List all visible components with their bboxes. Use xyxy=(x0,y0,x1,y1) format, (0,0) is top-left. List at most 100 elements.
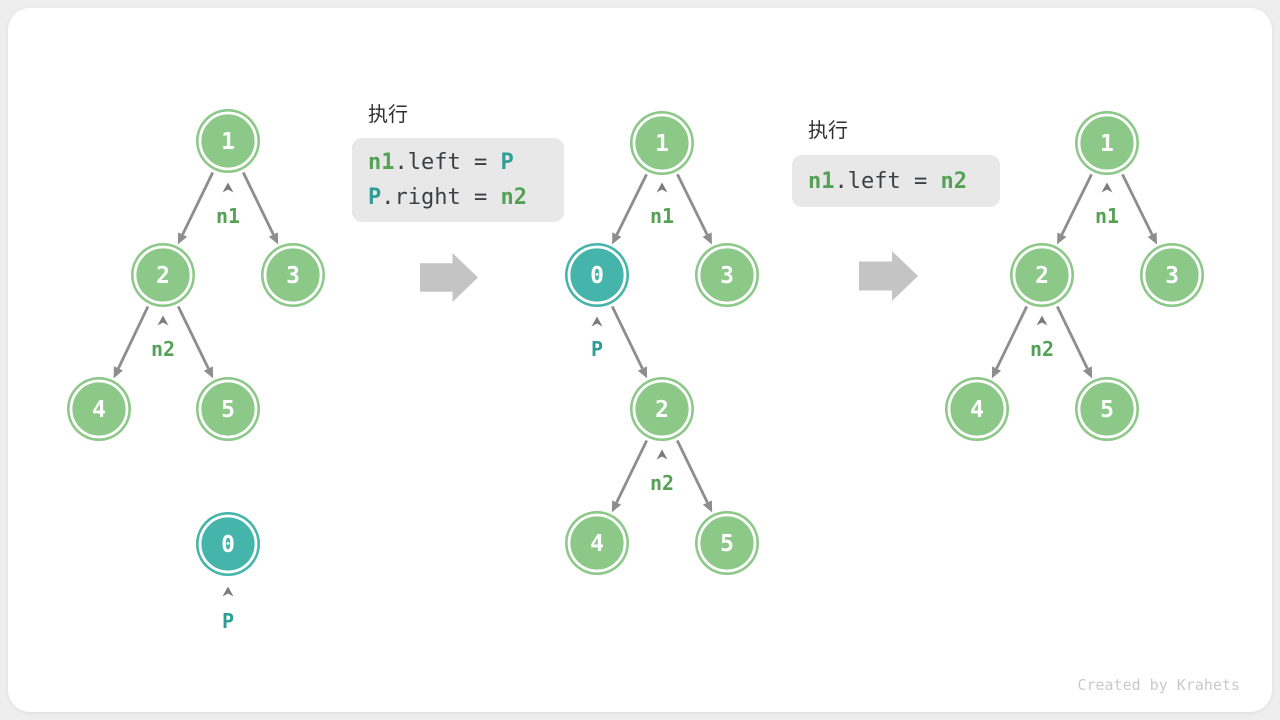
pointer-label-n1: n1 xyxy=(1095,204,1119,228)
pointer-label-P: P xyxy=(591,337,603,361)
node-circle xyxy=(565,511,629,575)
node-inner-ring xyxy=(697,513,757,573)
tree-node-4: 4 xyxy=(67,377,131,441)
next-step-arrow-icon xyxy=(420,253,478,302)
code-token: .left = xyxy=(394,150,501,175)
tree-edge-arrowhead-icon xyxy=(611,500,622,513)
tree-edge xyxy=(676,439,709,504)
node-inner-ring xyxy=(567,245,627,305)
node-value: 0 xyxy=(590,263,604,289)
node-inner-ring xyxy=(198,514,258,574)
node-inner-ring xyxy=(567,513,627,573)
tree-node-2: 2 xyxy=(630,377,694,441)
node-inner-ring xyxy=(632,379,692,439)
tree-edge-arrowhead-icon xyxy=(268,232,279,245)
tree-edge-arrowhead-icon xyxy=(991,366,1002,379)
node-inner-ring xyxy=(198,111,258,171)
code-line: P.right = n2 xyxy=(368,180,564,215)
tree-edge-arrowhead-icon xyxy=(1147,232,1157,245)
code-token: n2 xyxy=(500,185,527,210)
watermark: Created by Krahets xyxy=(1077,676,1240,694)
node-value: 5 xyxy=(1100,397,1114,423)
code-box: n1.left = n2 xyxy=(792,155,1000,207)
node-inner-ring xyxy=(632,113,692,173)
tree-node-1: 1 xyxy=(630,111,694,175)
tree-edge xyxy=(995,305,1028,370)
pointer-caret-icon xyxy=(222,182,234,193)
tree-edge xyxy=(1121,173,1154,236)
tree-edge-arrowhead-icon xyxy=(1057,232,1067,245)
tree-node-3: 3 xyxy=(1140,243,1204,307)
tree-node-5: 5 xyxy=(695,511,759,575)
pointer-label-n1: n1 xyxy=(650,204,674,228)
tree-edge-arrowhead-icon xyxy=(702,500,713,513)
tree-node-5: 5 xyxy=(196,377,260,441)
node-circle xyxy=(1075,111,1139,175)
tree-edge xyxy=(242,171,275,236)
tree-node-3: 3 xyxy=(695,243,759,307)
node-value: 4 xyxy=(970,397,984,423)
node-circle xyxy=(565,243,629,307)
node-circle xyxy=(945,377,1009,441)
tree-edge xyxy=(177,305,210,370)
node-circle xyxy=(196,512,260,576)
tree-node-4: 4 xyxy=(565,511,629,575)
tree-edge xyxy=(1056,305,1089,370)
pointer-caret-icon xyxy=(656,449,668,460)
code-token: P xyxy=(500,150,514,175)
node-value: 5 xyxy=(720,531,734,557)
node-circle xyxy=(1075,377,1139,441)
node-value: 1 xyxy=(221,129,235,155)
tree-node-0: 0 xyxy=(196,512,260,576)
tree-edge xyxy=(117,305,150,369)
pointer-caret-icon xyxy=(157,315,169,326)
node-value: 4 xyxy=(590,531,604,557)
node-value: 4 xyxy=(92,397,106,423)
pointer-caret-icon xyxy=(1101,182,1113,193)
node-inner-ring xyxy=(1077,379,1137,439)
node-circle xyxy=(261,243,325,307)
tree-edge xyxy=(615,173,648,236)
tree-edge-arrowhead-icon xyxy=(113,366,123,379)
tree-edge xyxy=(676,173,709,236)
node-inner-ring xyxy=(947,379,1007,439)
node-circle xyxy=(630,377,694,441)
tree-edge-arrowhead-icon xyxy=(612,232,622,245)
node-circle xyxy=(695,511,759,575)
node-value: 0 xyxy=(221,532,235,558)
code-line: n1.left = n2 xyxy=(808,164,1000,199)
tree-edge xyxy=(181,171,214,236)
tree-node-3: 3 xyxy=(261,243,325,307)
tree-edge-arrowhead-icon xyxy=(1082,366,1093,379)
node-inner-ring xyxy=(697,245,757,305)
code-token: n1 xyxy=(808,168,835,194)
pointer-label-n2: n2 xyxy=(151,337,175,361)
next-step-arrow-icon xyxy=(859,251,918,301)
node-inner-ring xyxy=(1142,245,1202,305)
code-token: n1 xyxy=(368,150,395,175)
node-circle xyxy=(67,377,131,441)
node-inner-ring xyxy=(1012,245,1072,305)
node-inner-ring xyxy=(69,379,129,439)
node-inner-ring xyxy=(198,379,258,439)
node-inner-ring xyxy=(1077,113,1137,173)
node-inner-ring xyxy=(133,245,193,305)
pointer-label-n2: n2 xyxy=(1030,337,1054,361)
pointer-caret-icon xyxy=(222,586,234,597)
pointer-label-n1: n1 xyxy=(216,204,240,228)
code-token: .left = xyxy=(834,168,941,194)
node-circle xyxy=(196,109,260,173)
tree-node-2: 2 xyxy=(131,243,195,307)
pointer-label-n2: n2 xyxy=(650,471,674,495)
tree-node-1: 1 xyxy=(196,109,260,173)
code-line: n1.left = P xyxy=(368,145,564,180)
code-token: P xyxy=(368,185,382,210)
tree-edge xyxy=(1060,173,1093,236)
pointer-label-P: P xyxy=(222,609,234,633)
node-value: 2 xyxy=(1035,263,1049,289)
tree-node-5: 5 xyxy=(1075,377,1139,441)
